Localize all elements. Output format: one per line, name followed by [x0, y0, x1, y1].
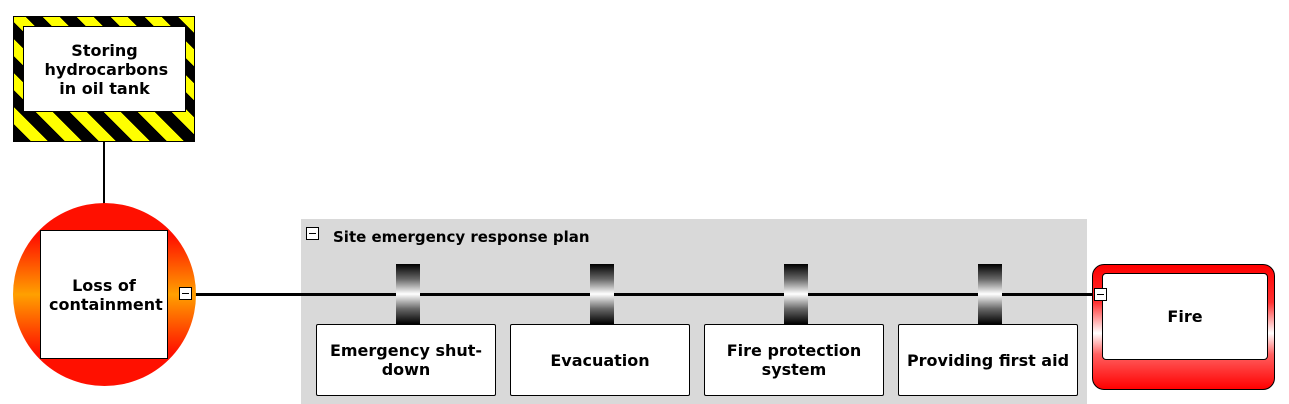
- consequence-collapse-icon[interactable]: [1094, 288, 1107, 301]
- group-connector-line: [301, 293, 1087, 296]
- top-event-label: Loss of containment: [49, 275, 163, 314]
- barrier-pin-icon: [784, 264, 808, 324]
- consequence-label: Fire: [1167, 307, 1203, 326]
- barrier-emergency-shutdown[interactable]: Emergency shut-down: [316, 324, 496, 396]
- hazard-label-box[interactable]: Storing hydrocarbons in oil tank: [23, 26, 186, 112]
- barrier-fire-protection[interactable]: Fire protection system: [704, 324, 884, 396]
- top-event-label-box[interactable]: Loss of containment: [40, 230, 168, 359]
- barrier-label: Emergency shut-down: [329, 341, 483, 379]
- barrier-pin-icon: [590, 264, 614, 324]
- consequence-label-box[interactable]: Fire: [1102, 273, 1268, 360]
- barrier-label: Fire protection system: [726, 341, 862, 379]
- barrier-pin-icon: [396, 264, 420, 324]
- barrier-label: Providing first aid: [906, 350, 1070, 370]
- barrier-pin-icon: [978, 264, 1002, 324]
- barrier-evacuation[interactable]: Evacuation: [510, 324, 690, 396]
- hazard-label: Storing hydrocarbons in oil tank: [44, 40, 169, 98]
- barrier-label: Evacuation: [550, 350, 650, 370]
- group-collapse-icon[interactable]: [306, 227, 319, 240]
- barrier-first-aid[interactable]: Providing first aid: [898, 324, 1078, 396]
- hazard-connector: [103, 141, 105, 204]
- group-title: Site emergency response plan: [333, 228, 590, 246]
- top-event-collapse-icon[interactable]: [179, 287, 192, 300]
